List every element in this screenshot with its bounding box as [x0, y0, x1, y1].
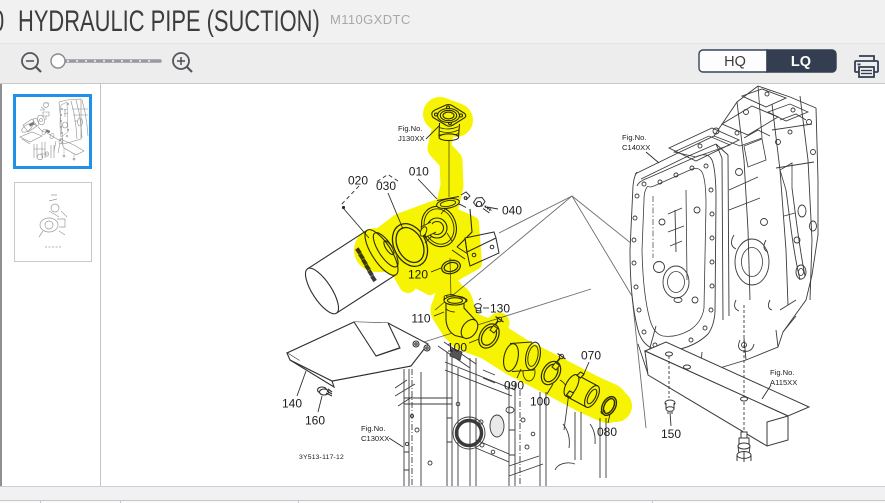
- svg-text:080: 080: [597, 425, 617, 439]
- svg-text:030: 030: [376, 179, 396, 193]
- svg-text:Fig.No.: Fig.No.: [770, 368, 794, 377]
- svg-text:A115XX: A115XX: [770, 378, 797, 387]
- svg-text:070: 070: [581, 349, 601, 363]
- svg-text:090: 090: [504, 379, 524, 393]
- svg-text:LQ: LQ: [791, 54, 811, 70]
- svg-text:Fig.No.: Fig.No.: [361, 424, 385, 433]
- svg-text:010: 010: [409, 165, 429, 179]
- svg-text:J130XX: J130XX: [398, 134, 425, 143]
- svg-text:100: 100: [530, 395, 550, 409]
- svg-text:Fig.No.: Fig.No.: [622, 133, 646, 142]
- svg-text:150: 150: [661, 427, 681, 441]
- svg-text:Fig.No.: Fig.No.: [398, 124, 422, 133]
- svg-text:020: 020: [348, 174, 368, 188]
- svg-text:C140XX: C140XX: [622, 143, 650, 152]
- svg-text:140: 140: [282, 397, 302, 411]
- svg-text:HQ: HQ: [724, 54, 746, 70]
- svg-text:3Y513-117-12: 3Y513-117-12: [299, 454, 344, 461]
- svg-text:130: 130: [490, 302, 510, 316]
- svg-text:C130XX: C130XX: [361, 434, 389, 443]
- svg-text:160: 160: [305, 414, 325, 428]
- svg-text:110: 110: [411, 312, 430, 326]
- svg-text:040: 040: [502, 204, 522, 218]
